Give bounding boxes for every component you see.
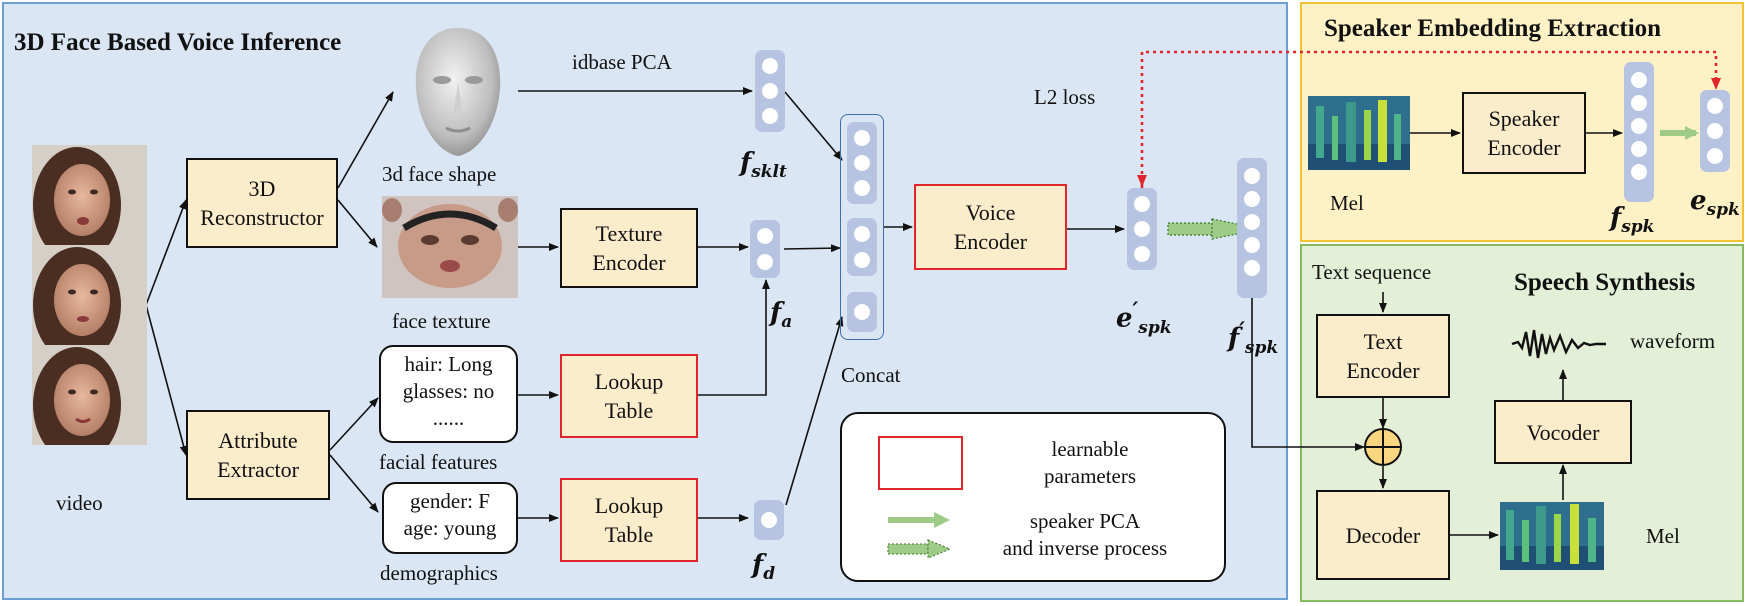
facial-attribute-hair: hair: Long [404, 352, 493, 376]
demo-attribute-gender: gender: F [410, 489, 490, 513]
e-spk-prime-symbol: e′spk [1116, 298, 1172, 338]
f-spk-prime-vector [1237, 158, 1267, 298]
f-spk-symbol: fspk [1610, 203, 1655, 238]
vocoder-label: Vocoder [1526, 419, 1600, 445]
lookup-table-demo-line1: Lookup [594, 493, 664, 518]
legend-pca-arrows [887, 512, 952, 559]
text-encoder-label-line1: Text [1363, 329, 1403, 354]
attribute-extractor-label-line1: Attribute [218, 428, 298, 453]
concat-segment-texture [847, 218, 877, 276]
vocoder-box: Vocoder [1494, 400, 1632, 464]
f-sklt-vector [755, 50, 785, 132]
f-spk-prime-symbol: f′spk [1228, 318, 1279, 358]
e-spk-prime-vector [1127, 188, 1157, 270]
text-encoder-label-line2: Encoder [1346, 358, 1420, 383]
video-frames [32, 145, 147, 445]
concat-segment-attributes [847, 292, 877, 332]
lookup-table-demo-line2: Table [604, 522, 654, 547]
waveform-label: waveform [1630, 329, 1716, 353]
reconstructor-label-line1: 3D [248, 176, 276, 201]
facial-attribute-more: ...... [432, 406, 465, 430]
l2-loss-label: L2 loss [1034, 85, 1096, 109]
demo-attribute-age: age: young [403, 516, 497, 540]
mel-spectrogram-output [1500, 502, 1604, 570]
spectrogram-icon [1308, 96, 1410, 170]
waveform-icon [1511, 329, 1606, 359]
f-a-vector [750, 220, 780, 278]
demographics-card: gender: F age: young [382, 482, 518, 554]
facial-features-label: facial features [379, 450, 498, 474]
f-a-symbol: fa [770, 298, 793, 333]
idbase-pca-label: idbase PCA [572, 50, 672, 74]
voice-encoder-label-line2: Encoder [953, 229, 1028, 254]
demographics-label: demographics [380, 561, 498, 585]
uv-texture-icon [382, 198, 518, 288]
voice-encoder-label-line1: Voice [965, 200, 1016, 225]
mel-output-label: Mel [1646, 524, 1680, 548]
attribute-extractor-label-line2: Extractor [217, 457, 299, 482]
spectrogram-icon [1500, 502, 1604, 570]
texture-encoder-label-line1: Texture [595, 221, 663, 246]
video-label: video [56, 491, 103, 515]
speech-synthesis-title: Speech Synthesis [1514, 269, 1696, 296]
text-sequence-label: Text sequence [1312, 260, 1432, 284]
face-photo-icon [32, 145, 147, 445]
concat-label: Concat [841, 363, 901, 387]
face-mesh-icon [415, 28, 501, 156]
mel-spectrogram-input [1308, 96, 1410, 170]
texture-encoder-label-line2: Encoder [592, 250, 666, 275]
face-voice-inference-title: 3D Face Based Voice Inference [14, 29, 342, 56]
speaker-encoder-label-line2: Encoder [1487, 135, 1561, 160]
e-spk-vector [1700, 90, 1730, 172]
facial-attribute-glasses: glasses: no [402, 379, 495, 403]
f-d-vector [754, 500, 784, 540]
mel-input-label: Mel [1330, 191, 1364, 215]
f-d-symbol: fd [752, 550, 776, 585]
f-sklt-symbol: fsklt [740, 148, 787, 183]
speaker-encoder-label-line1: Speaker [1488, 106, 1560, 131]
decoder-box: Decoder [1316, 490, 1450, 580]
facial-features-card: hair: Long glasses: no ...... [379, 345, 518, 443]
face-texture-image [382, 196, 518, 298]
e-spk-symbol: espk [1690, 186, 1740, 221]
legend-learnable-swatch [878, 436, 963, 490]
face-texture-label: face texture [392, 309, 491, 333]
f-spk-vector [1624, 62, 1654, 202]
decoder-label: Decoder [1345, 522, 1421, 548]
3d-face-shape-render [410, 24, 506, 160]
concat-container [840, 114, 884, 340]
speaker-embedding-title: Speaker Embedding Extraction [1324, 15, 1662, 42]
3d-reconstructor-box: 3D Reconstructor [186, 158, 338, 248]
lookup-table-facial-line1: Lookup [594, 369, 664, 394]
lookup-table-facial-line2: Table [604, 398, 654, 423]
face-shape-label: 3d face shape [382, 162, 497, 186]
reconstructor-label-line2: Reconstructor [200, 205, 324, 230]
concat-segment-shape [847, 122, 877, 204]
